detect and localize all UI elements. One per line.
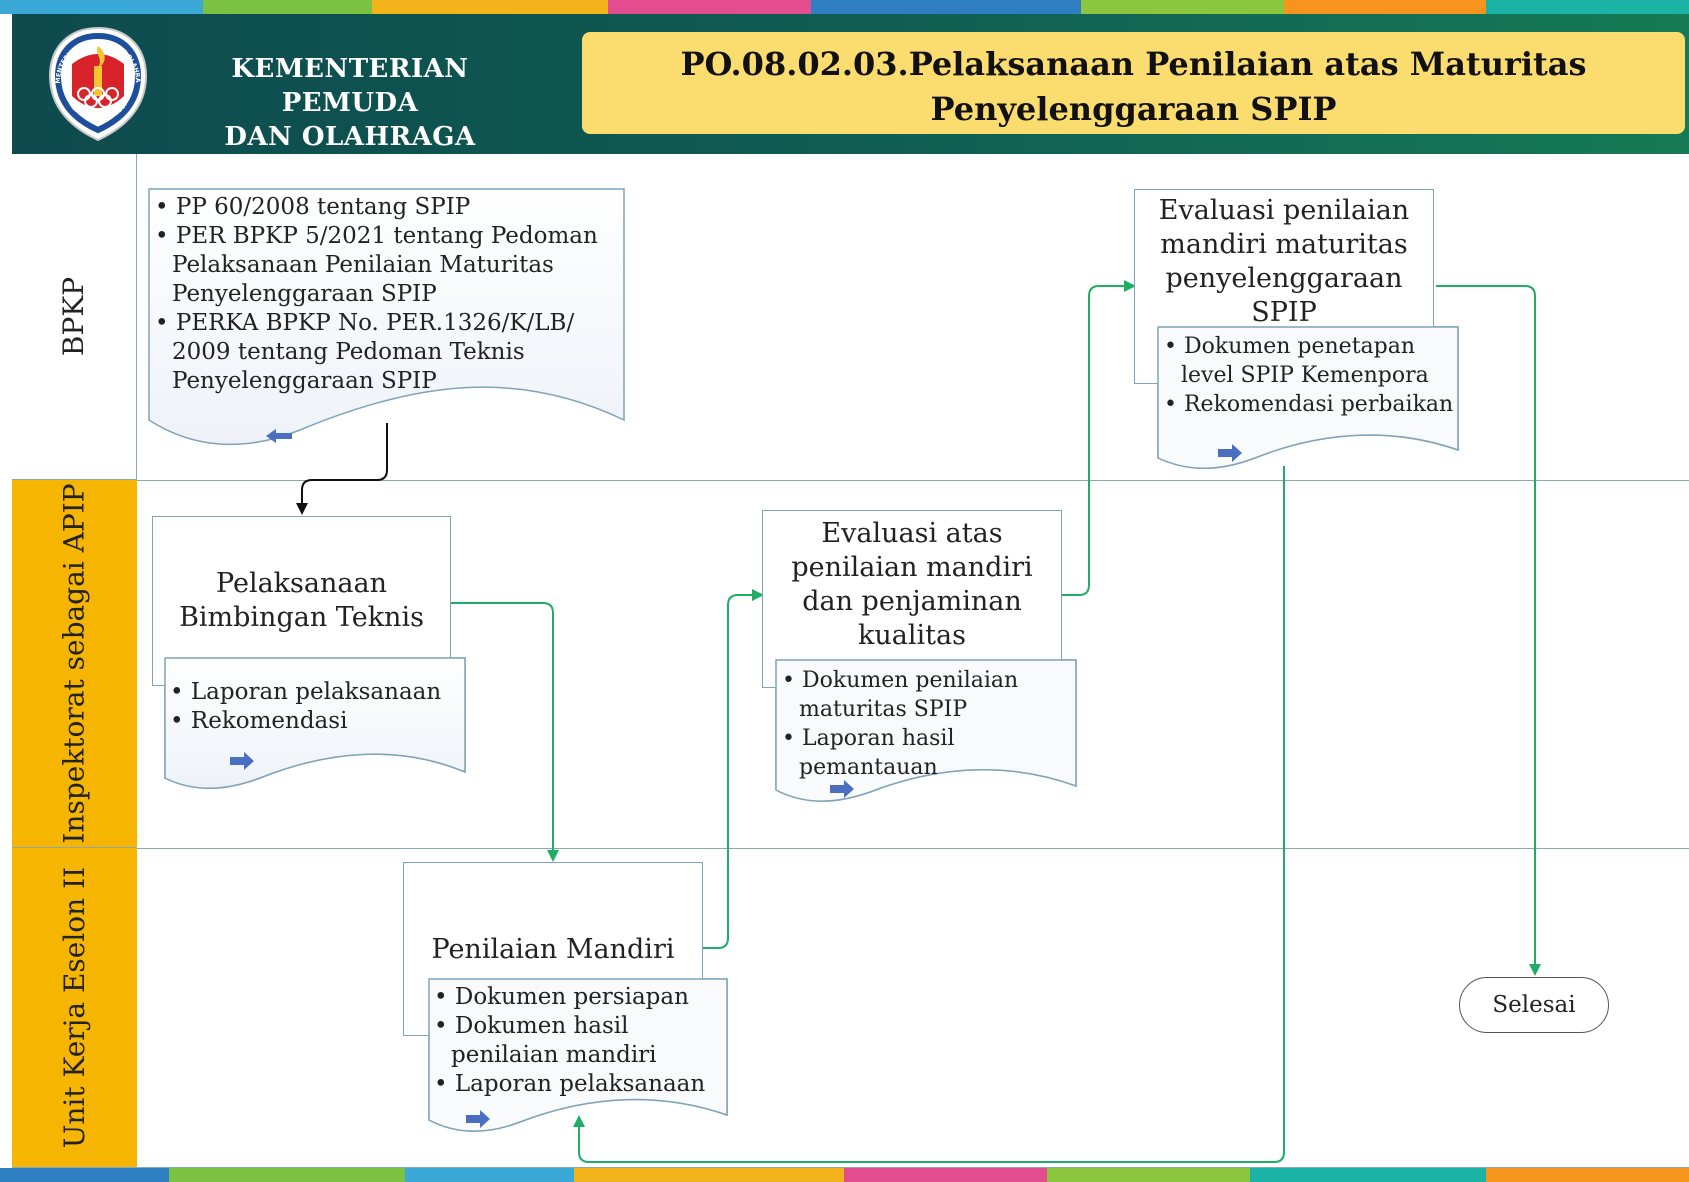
list-item: Laporan hasil pemantauan [782,724,1072,782]
regulation-list: PP 60/2008 tentang SPIP PER BPKP 5/2021 … [155,193,617,396]
list-item: Dokumen persiapan [434,983,724,1012]
lane-label-bpkp: BPKP [12,154,137,480]
decorative-bottom-strip [0,1168,1689,1182]
list-item: PP 60/2008 tentang SPIP [155,193,617,222]
process-label: Pelaksanaan Bimbingan Teknis [179,568,424,633]
arrow-left-icon [266,429,292,443]
output-list: Dokumen penilaian maturitas SPIP Laporan… [782,666,1072,782]
process-label: Penilaian Mandiri [431,934,675,965]
connector-penilaian-to-evaluasi-apip [703,589,764,949]
title-box: PO.08.02.03.Pelaksanaan Penilaian atas M… [582,32,1685,134]
output-list: Dokumen penetapan level SPIP Kemenpora R… [1164,332,1456,419]
list-item: Laporan pelaksanaan [434,1070,724,1099]
list-item: Dokumen hasil penilaian mandiri [434,1012,724,1070]
process-label: Evaluasi penilaian mandiri maturitas pen… [1158,195,1410,328]
connector-evaluasi-bpkp-to-selesai [1436,285,1541,976]
output-list: Dokumen persiapan Dokumen hasil penilaia… [434,983,724,1099]
lane-divider [137,848,1689,849]
list-item: PER BPKP 5/2021 tentang Pedoman Pelaksan… [155,222,617,309]
connector-bimtek-to-penilaian [450,602,559,862]
decorative-top-strip [0,0,1689,14]
list-item: PERKA BPKP No. PER.1326/K/LB/ 2009 tenta… [155,309,617,396]
list-item: Dokumen penilaian maturitas SPIP [782,666,1072,724]
connector-evaluasi-apip-to-evaluasi-bpkp [1062,280,1136,596]
lane-divider [137,1167,1689,1168]
lane-label-apip: Inspektorat sebagai APIP [12,480,137,848]
list-item: Rekomendasi perbaikan [1164,390,1456,419]
list-item: Dokumen penetapan level SPIP Kemenpora [1164,332,1456,390]
output-list: Laporan pelaksanaan Rekomendasi [170,678,460,736]
end-terminator: Selesai [1459,977,1609,1033]
list-item: Laporan pelaksanaan [170,678,460,707]
lane-label-unit: Unit Kerja Eselon II [12,848,137,1168]
process-evaluasi-apip: Evaluasi atas penilaian mandiri dan penj… [762,510,1062,688]
lane-divider [137,480,1689,481]
process-label: Evaluasi atas penilaian mandiri dan penj… [791,518,1033,651]
connector-bpkp-to-bimtek [296,423,388,515]
procedure-title: PO.08.02.03.Pelaksanaan Penilaian atas M… [680,45,1587,128]
connector-evaluasi-bpkp-to-penilaian [573,466,1285,1163]
organization-name: KEMENTERIAN PEMUDA DAN OLAHRAGA [224,54,476,152]
list-item: Rekomendasi [170,707,460,736]
kemenpora-logo: KEMENTERIAN PEMUDA DAN OLAHRAGA REPUBLIK… [44,24,148,142]
